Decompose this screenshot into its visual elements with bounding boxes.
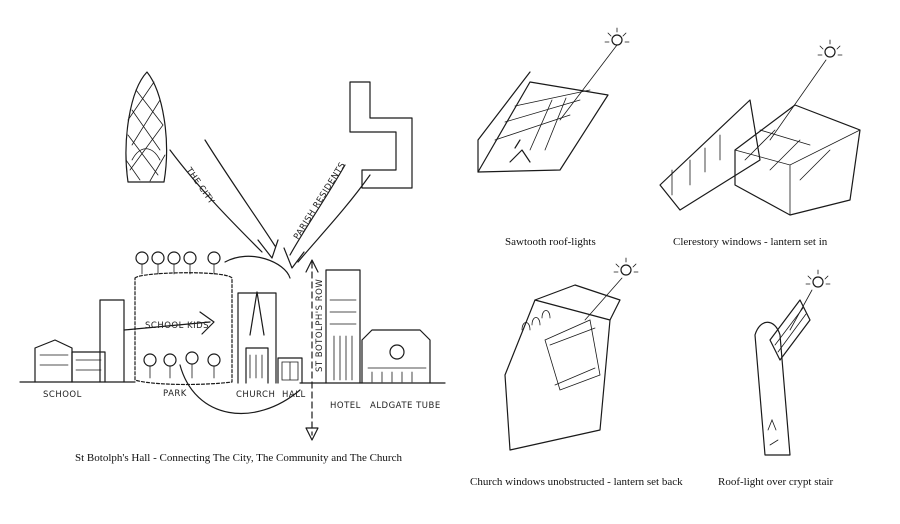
park-sketch (123, 251, 301, 415)
main-caption: St Botolph's Hall - Connecting The City,… (75, 452, 402, 464)
panel-crypt-stair-sketch (754, 269, 831, 456)
panel-caption-sawtooth: Sawtooth roof-lights (505, 236, 596, 248)
panel-sawtooth-sketch (477, 27, 630, 173)
aldgate-tube-sketch (299, 329, 446, 384)
label-school-kids: SCHOOL KIDS (145, 321, 209, 331)
parish-residents-arrow (283, 164, 371, 269)
label-park: PARK (163, 389, 187, 399)
label-the-city: THE CITY (183, 165, 216, 207)
parish-housing-block-sketch (349, 81, 413, 189)
school-building-sketch (19, 299, 136, 383)
label-hall: HALL (282, 390, 306, 400)
panel-clerestory-sketch (659, 39, 861, 216)
label-school: SCHOOL (43, 390, 82, 400)
label-church: CHURCH (236, 390, 275, 400)
gherkin-tower-sketch (125, 71, 168, 183)
st-botolphs-row-path (305, 259, 319, 441)
label-parish-residents: PARISH RESIDENTS (292, 161, 348, 242)
label-st-botolphs-row: ST BOTOLPH'S ROW (315, 279, 325, 372)
hall-sketch (277, 357, 303, 384)
panel-church-windows-sketch (504, 257, 639, 451)
church-sketch (224, 255, 291, 384)
panel-caption-clerestory: Clerestory windows - lantern set in (673, 236, 828, 248)
panel-caption-church-windows: Church windows unobstructed - lantern se… (470, 476, 683, 488)
label-aldgate-tube: ALDGATE TUBE (370, 401, 441, 411)
panel-caption-crypt-stair: Roof-light over crypt stair (718, 476, 834, 488)
city-arrow (169, 139, 279, 259)
label-hotel: HOTEL (330, 401, 361, 411)
hotel-sketch (325, 269, 361, 384)
